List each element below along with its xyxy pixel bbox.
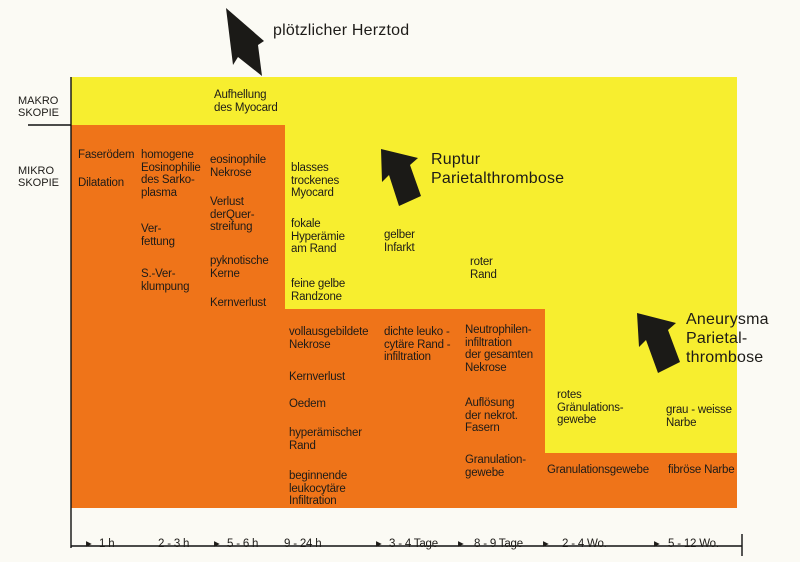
makro-red-border: roter Rand <box>470 256 497 281</box>
timeline-arrowhead-icon: ▸ <box>214 538 220 550</box>
mikro-eosinophil-necrosis: eosinophile Nekrose <box>210 154 266 179</box>
mikro-nucleus-loss-early: Kernverlust <box>210 297 266 309</box>
rupture-arrow-icon <box>381 149 421 206</box>
timeline-arrowhead-icon: ▸ <box>654 538 660 550</box>
mikroskopie-area <box>71 125 737 508</box>
mikro-leukocyte-infiltration: beginnende leukocytäre Infiltration <box>289 470 348 507</box>
mikro-fibrous-scar: fibröse Narbe <box>668 464 735 476</box>
mikro-fiber-dissolution: Auflösung der nekrot. Fasern <box>465 397 518 434</box>
mikro-fiber-edema: Faserödem <box>78 149 135 161</box>
mikro-edema: Oedem <box>289 398 326 410</box>
time-label-9-24h: 9 - 24 h <box>284 538 322 550</box>
makro-pale-dry-myocard: blasses trockenes Myocard <box>291 162 340 199</box>
makro-granulation-tissue: rotes Gränulations- gewebe <box>557 389 624 426</box>
makro-myocard-brightening: Aufhellung des Myocard <box>214 89 278 114</box>
mikro-hyperemic-border: hyperämischer Rand <box>289 427 362 452</box>
time-label-5-6h: 5 - 6 h <box>227 538 259 550</box>
mikro-dense-leukocyte-infiltration: dichte leuko - cytäre Rand - infiltratio… <box>384 326 451 363</box>
mikro-pyknotic-nuclei: pyknotische Kerne <box>210 255 269 280</box>
mikro-clumping: S.-Ver- klumpung <box>141 268 190 293</box>
makro-yellow-border-zone: feine gelbe Randzone <box>291 278 346 303</box>
mikro-neutrophil-infiltration: Neutrophilen- infiltration der gesamten … <box>465 324 533 374</box>
mikro-granulation-early: Granulation- gewebe <box>465 454 526 479</box>
makroskopie-label: MAKRO SKOPIE <box>18 95 59 119</box>
sudden-death-arrow-icon <box>226 8 264 76</box>
aneurysm-arrow-icon <box>637 313 680 373</box>
mikro-homogeneous-eosinophilia: homogene Eosinophilie des Sarko- plasma <box>141 149 201 199</box>
makro-grey-white-scar: grau - weisse Narbe <box>666 404 732 429</box>
mikro-granulation-tissue: Granulationsgewebe <box>547 464 649 476</box>
rupture-label: Ruptur Parietalthrombose <box>431 151 565 187</box>
time-label-2-4-wo: 2 - 4 Wo. <box>562 538 607 550</box>
timeline-arrowhead-icon: ▸ <box>376 538 382 550</box>
mikro-fattening: Ver- fettung <box>141 223 175 248</box>
mikro-full-necrosis: vollausgebildete Nekrose <box>289 326 369 351</box>
mikro-nucleus-loss: Kernverlust <box>289 371 345 383</box>
mikro-dilatation: Dilatation <box>78 177 124 189</box>
sudden-death-label: plötzlicher Herztod <box>273 22 410 39</box>
time-label-2-3h: 2 - 3 h <box>158 538 190 550</box>
mikroskopie-label: MIKRO SKOPIE <box>18 165 59 189</box>
timeline-arrowhead-icon: ▸ <box>458 538 464 550</box>
makro-focal-hyperemia: fokale Hyperämie am Rand <box>291 218 345 255</box>
time-label-5-12-wo: 5 - 12 Wo. <box>668 538 719 550</box>
time-label-8-9-tage: 8 - 9 Tage <box>474 538 523 550</box>
timeline-arrowhead-icon: ▸ <box>86 538 92 550</box>
time-label-1h: 1 h <box>99 538 115 550</box>
time-label-3-4-tage: 3 - 4 Tage <box>389 538 438 550</box>
makro-yellow-infarct: gelber Infarkt <box>384 229 415 254</box>
timeline-arrowhead-icon: ▸ <box>543 538 549 550</box>
mikro-striation-loss: Verlust derQuer- streifung <box>210 196 255 233</box>
aneurysm-label: Aneurysma Parietal- thrombose <box>686 311 769 366</box>
